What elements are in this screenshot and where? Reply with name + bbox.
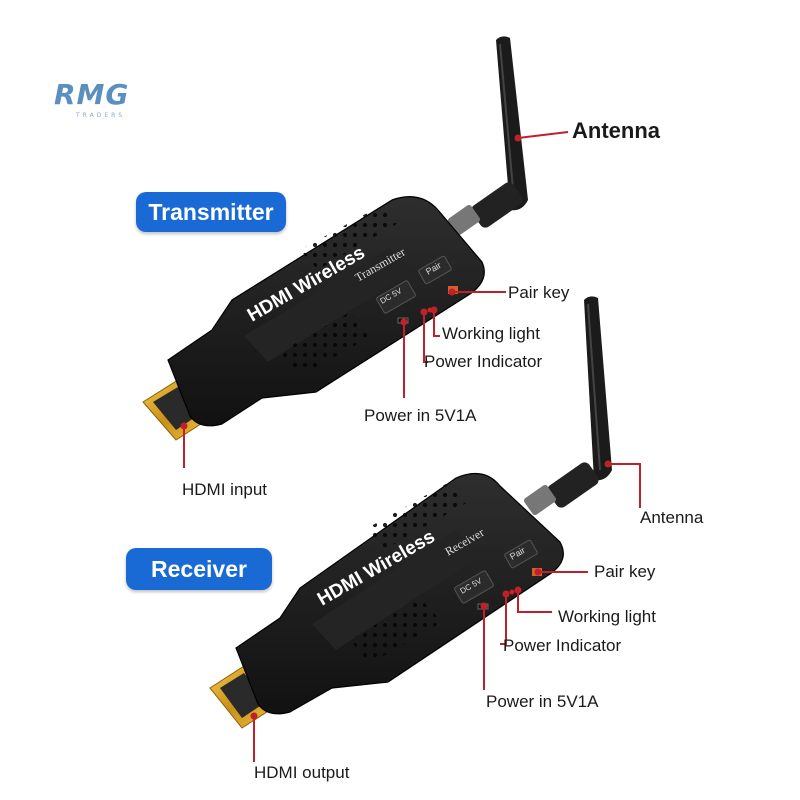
logo-subtext: TRADERS <box>76 112 126 119</box>
receiver-device <box>209 296 612 729</box>
transmitter-antenna-label: Antenna <box>572 118 660 143</box>
transmitter-hdmi-input-label: HDMI input <box>182 480 268 499</box>
transmitter-device <box>142 36 528 441</box>
transmitter-working-light-label: Working light <box>442 324 540 343</box>
transmitter-power-indicator-label: Power Indicator <box>424 352 543 371</box>
receiver-leaders <box>250 460 641 762</box>
brand-logo: RMG TRADERS <box>54 78 146 122</box>
transmitter-power-in-label: Power in 5V1A <box>364 406 477 425</box>
transmitter-badge: Transmitter <box>136 192 286 232</box>
receiver-badge: Receiver <box>126 548 272 590</box>
transmitter-antenna <box>447 36 528 236</box>
receiver-pair-key-label: Pair key <box>594 562 656 581</box>
receiver-power-in-label: Power in 5V1A <box>486 692 599 711</box>
transmitter-leaders <box>180 131 569 468</box>
logo-text: RMG <box>54 78 130 111</box>
receiver-power-indicator-label: Power Indicator <box>503 636 622 655</box>
receiver-antenna-label: Antenna <box>640 508 704 527</box>
receiver-working-light-label: Working light <box>558 607 656 626</box>
receiver-hdmi-output-label: HDMI output <box>254 763 350 782</box>
receiver-antenna <box>523 296 612 516</box>
transmitter-pair-key-label: Pair key <box>508 283 570 302</box>
